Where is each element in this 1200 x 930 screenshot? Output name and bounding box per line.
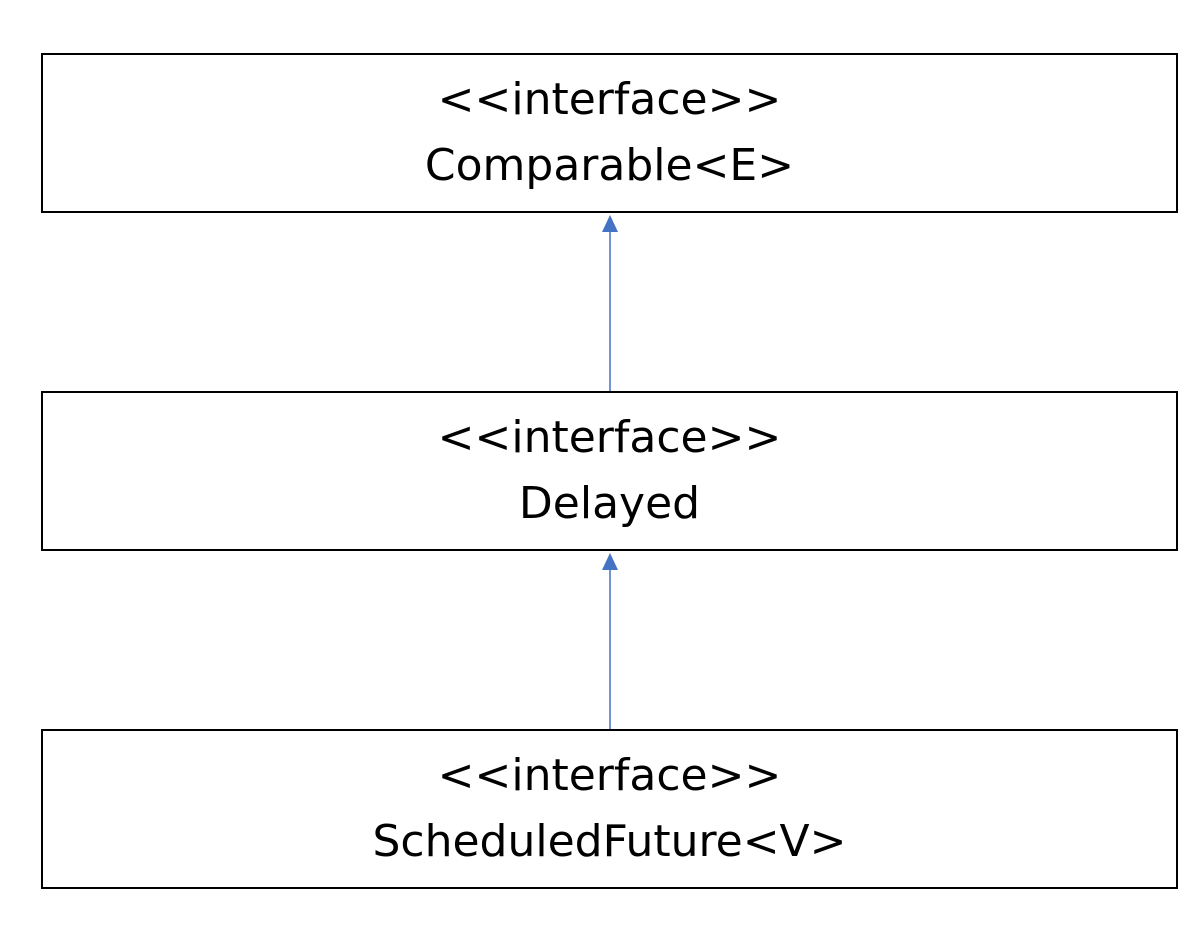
class-box-scheduled-future: <<interface>> ScheduledFuture<V> xyxy=(41,729,1178,889)
arrowhead-icon xyxy=(602,553,618,570)
stereotype-label: <<interface>> xyxy=(437,750,782,801)
arrowhead-icon xyxy=(602,215,618,232)
stereotype-label: <<interface>> xyxy=(437,74,782,125)
class-name-scheduled-future: ScheduledFuture<V> xyxy=(372,816,847,867)
class-box-comparable: <<interface>> Comparable<E> xyxy=(41,53,1178,213)
class-name-comparable: Comparable<E> xyxy=(424,140,795,191)
class-box-delayed: <<interface>> Delayed xyxy=(41,391,1178,551)
connector-delayed-to-comparable xyxy=(602,215,618,391)
class-name-delayed: Delayed xyxy=(518,478,701,529)
stereotype-label: <<interface>> xyxy=(437,412,782,463)
connector-scheduled-future-to-delayed xyxy=(602,553,618,729)
